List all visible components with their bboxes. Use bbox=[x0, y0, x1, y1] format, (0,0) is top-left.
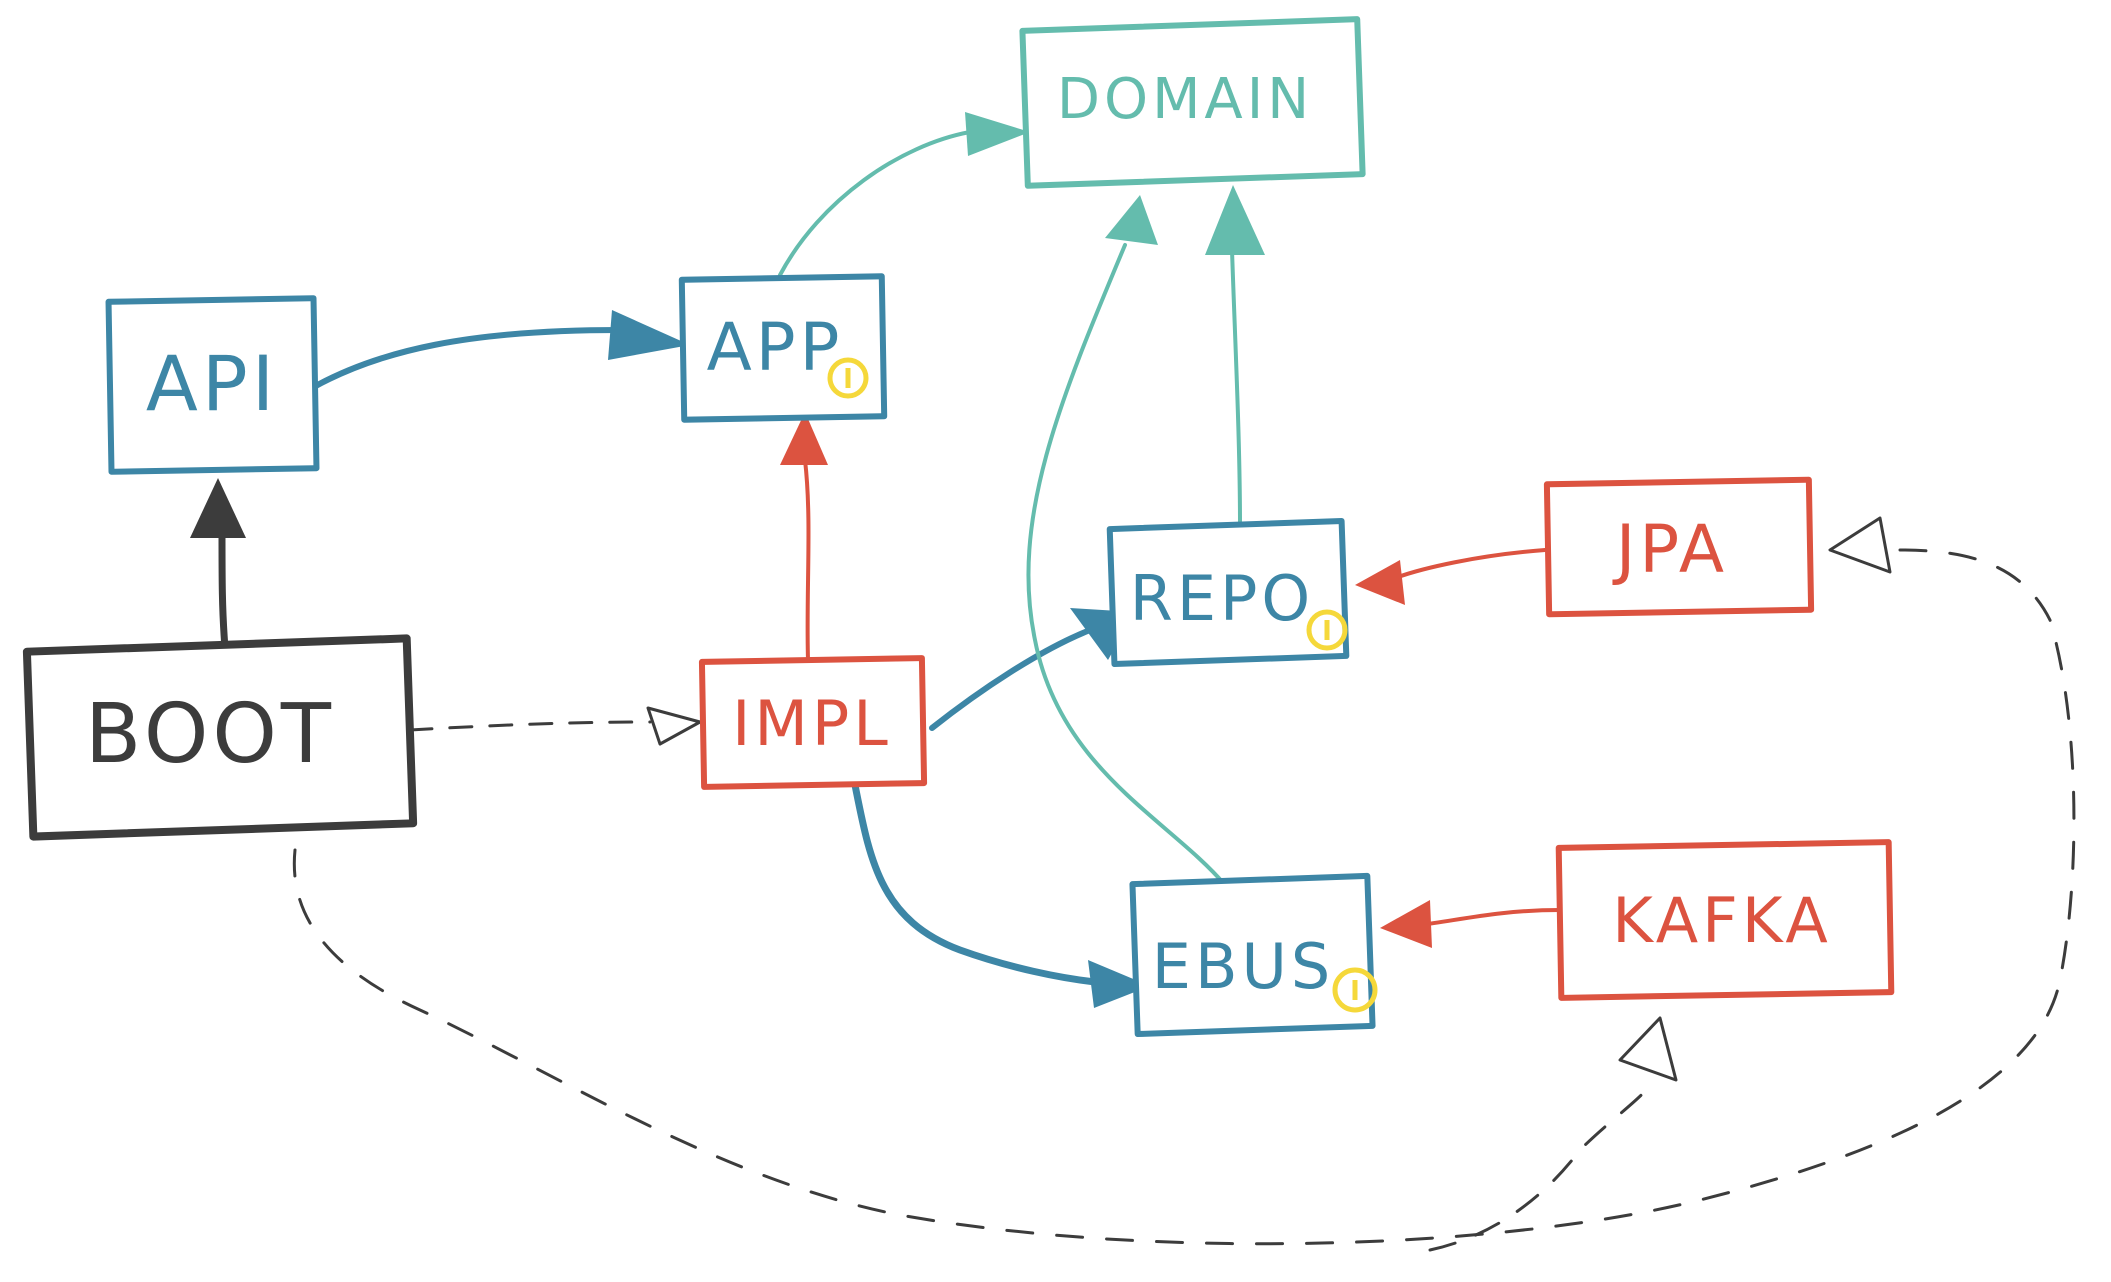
edge-impl-to-repo bbox=[929, 627, 1093, 731]
edge-jpa-to-repo bbox=[1388, 548, 1547, 582]
info-badge-icon bbox=[1306, 609, 1348, 651]
edge-impl-to-app bbox=[803, 458, 811, 662]
arrowhead-impl-to-app bbox=[780, 412, 828, 465]
edge-kafka-to-ebus bbox=[1418, 908, 1562, 927]
node-jpa[interactable]: JPA bbox=[1543, 476, 1815, 618]
node-domain-label: DOMAIN bbox=[1057, 67, 1313, 132]
arrowhead-jpa-to-repo bbox=[1355, 560, 1405, 605]
arrowhead-boot-to-api bbox=[190, 478, 246, 538]
node-api[interactable]: API bbox=[105, 295, 320, 475]
node-app-label: APP bbox=[707, 309, 844, 386]
edge-boot-to-impl bbox=[408, 720, 652, 732]
node-repo[interactable]: REPO bbox=[1106, 517, 1350, 668]
node-ebus[interactable]: EBUS bbox=[1129, 872, 1378, 1038]
node-ebus-label: EBUS bbox=[1152, 930, 1334, 1003]
edge-impl-to-ebus bbox=[851, 781, 1099, 986]
node-repo-label: REPO bbox=[1130, 562, 1314, 635]
node-boot-label: BOOT bbox=[85, 687, 335, 782]
node-app[interactable]: APP bbox=[678, 273, 888, 423]
arrowhead-app-to-domain bbox=[965, 112, 1030, 156]
arrowhead-repo-to-domain bbox=[1205, 185, 1265, 255]
edge-boot-to-kafka bbox=[1428, 1078, 1657, 1252]
arrowhead-api-to-app bbox=[608, 310, 690, 360]
node-jpa-label: JPA bbox=[1612, 511, 1728, 588]
node-domain[interactable]: DOMAIN bbox=[1019, 16, 1366, 189]
edges bbox=[190, 112, 2076, 1252]
node-kafka-label: KAFKA bbox=[1612, 884, 1832, 957]
arrowhead-kafka-to-ebus bbox=[1380, 900, 1432, 948]
node-impl-label: IMPL bbox=[732, 687, 892, 760]
node-boot[interactable]: BOOT bbox=[22, 634, 418, 841]
arrowhead-boot-to-impl bbox=[646, 706, 702, 746]
node-kafka[interactable]: KAFKA bbox=[1555, 839, 1895, 1001]
arrowhead-boot-to-jpa bbox=[1828, 516, 1892, 574]
info-badge-icon bbox=[827, 357, 869, 399]
edge-repo-to-domain bbox=[1230, 248, 1242, 527]
node-api-label: API bbox=[146, 339, 278, 428]
node-impl[interactable]: IMPL bbox=[698, 655, 928, 790]
edge-app-to-domain bbox=[778, 130, 972, 277]
edge-ebus-to-domain bbox=[1026, 243, 1227, 887]
arrowhead-ebus-to-domain bbox=[1105, 195, 1158, 245]
edge-boot-to-api bbox=[218, 526, 229, 652]
arrowhead-impl-to-ebus bbox=[1088, 960, 1150, 1008]
info-badge-icon bbox=[1332, 967, 1378, 1013]
arrowhead-boot-to-kafka bbox=[1618, 1016, 1678, 1082]
edge-boot-to-jpa bbox=[292, 548, 2076, 1246]
edge-api-to-app bbox=[309, 327, 623, 391]
